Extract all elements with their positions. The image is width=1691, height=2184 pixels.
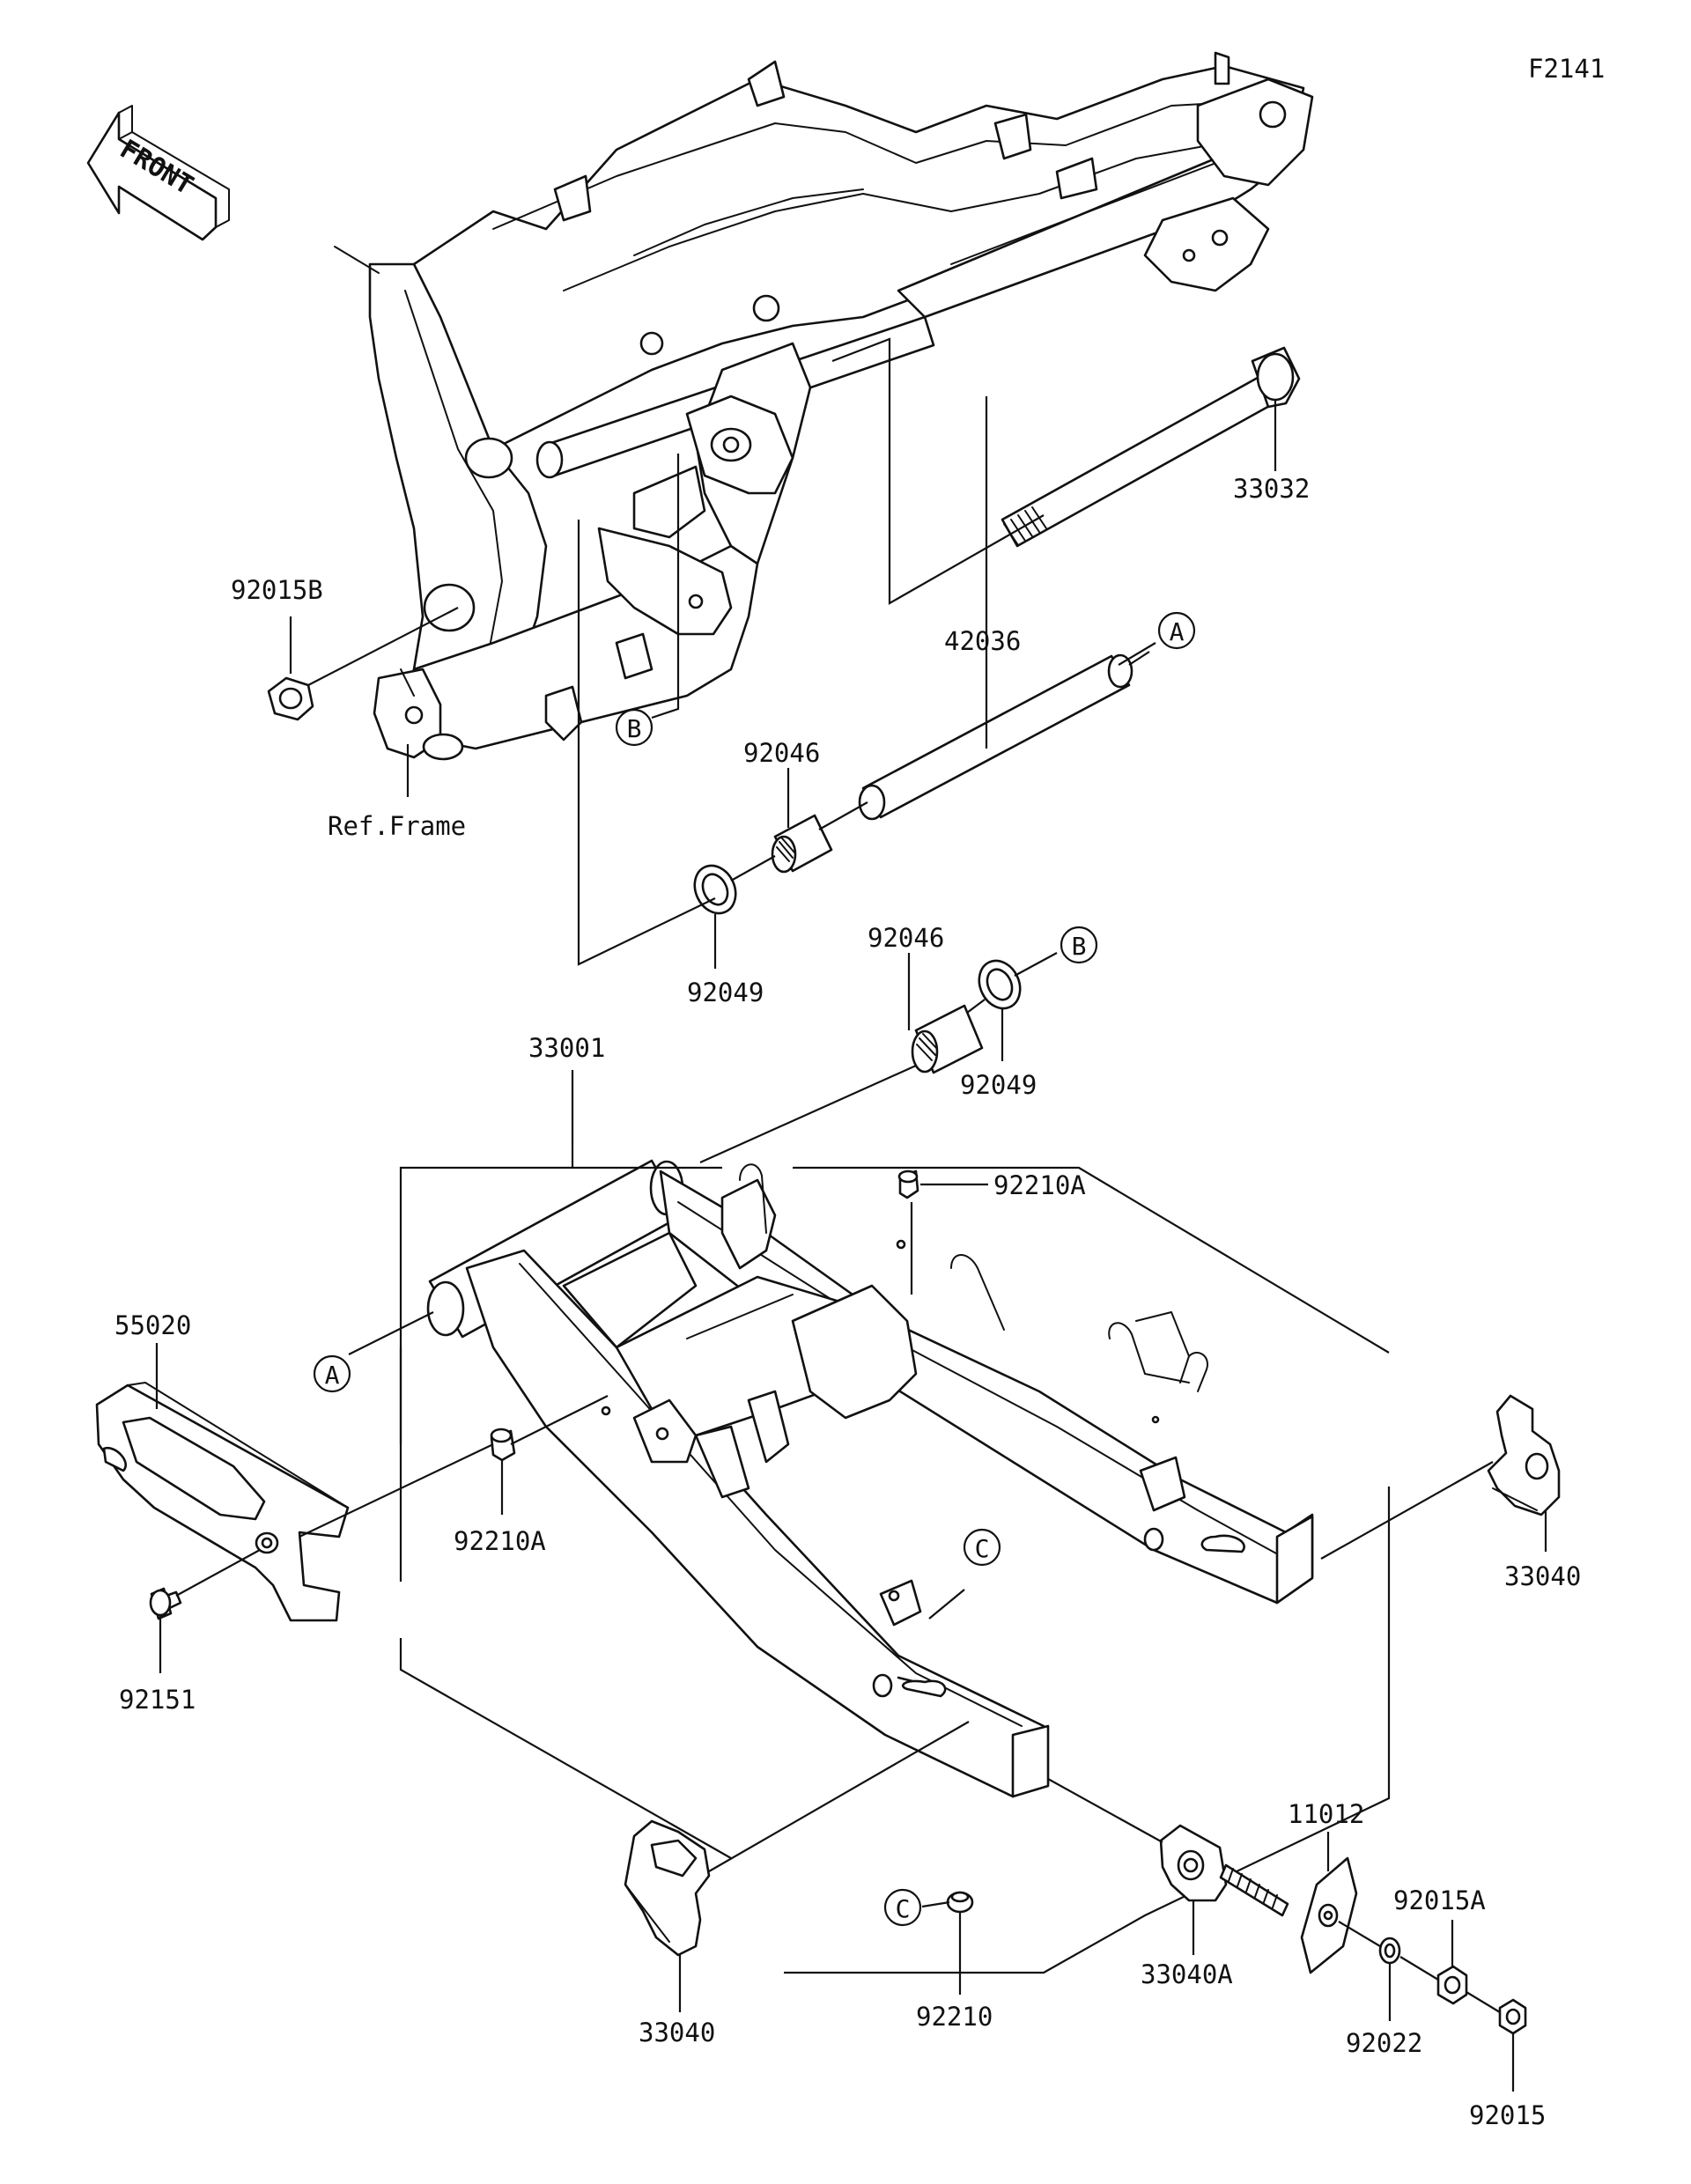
seal-92049-lower <box>978 959 1022 1010</box>
label-33040-right: 33040 <box>1504 1561 1581 1591</box>
label-ref-frame: Ref.Frame <box>328 811 466 841</box>
collar-42036 <box>858 653 1133 821</box>
nut-92015A <box>1436 1965 1468 2005</box>
label-33001: 33001 <box>528 1033 605 1063</box>
chain-adjuster-33040-left <box>624 1819 711 1957</box>
seal-92049-upper <box>693 864 737 915</box>
nut-92015 <box>1498 1998 1527 2035</box>
callout-a-upper: A <box>1157 611 1196 650</box>
callout-b-upper: B <box>615 708 654 747</box>
bolt-92151 <box>149 1587 182 1620</box>
chain-adjuster-33040A <box>1159 1824 1289 1917</box>
chain-slider-55020 <box>95 1382 350 1622</box>
grease-nipple-92210A-top <box>897 1169 919 1199</box>
label-92046-lower: 92046 <box>868 923 944 953</box>
label-92015: 92015 <box>1469 2100 1546 2130</box>
grease-nipple-92210A-left <box>490 1428 516 1462</box>
label-92210A-top: 92210A <box>993 1170 1086 1200</box>
pivot-shaft-33032 <box>1001 346 1301 548</box>
label-92015B: 92015B <box>231 575 323 605</box>
plate-11012 <box>1300 1856 1358 1974</box>
label-92046-upper: 92046 <box>743 738 820 768</box>
part-labels: 33032 92015B Ref.Frame 42036 92046 92049… <box>114 474 1581 2130</box>
label-33040A: 33040A <box>1141 1959 1233 1989</box>
svg-text:C: C <box>975 1534 990 1563</box>
washer-92022 <box>1378 1937 1401 1965</box>
label-92049-upper: 92049 <box>687 978 764 1007</box>
label-33040-left: 33040 <box>639 2018 715 2048</box>
label-92151: 92151 <box>119 1685 196 1715</box>
label-92210A-left: 92210A <box>454 1526 546 1556</box>
svg-text:A: A <box>325 1361 340 1390</box>
leader-lines <box>155 337 1547 2092</box>
svg-text:B: B <box>1072 932 1087 961</box>
label-55020: 55020 <box>114 1310 191 1340</box>
chain-adjuster-33040-right <box>1487 1394 1561 1516</box>
label-11012: 11012 <box>1288 1799 1364 1829</box>
label-92022: 92022 <box>1346 2028 1422 2058</box>
callout-b-lower: B <box>1060 926 1098 964</box>
front-arrow-icon: FRONT <box>86 105 230 241</box>
label-42036: 42036 <box>944 626 1021 656</box>
main-frame <box>334 51 1314 761</box>
label-92049-lower: 92049 <box>960 1070 1037 1100</box>
label-92210: 92210 <box>916 2002 993 2032</box>
svg-text:A: A <box>1170 617 1185 646</box>
label-92015A: 92015A <box>1393 1885 1486 1915</box>
nut-92210 <box>946 1891 974 1914</box>
callout-c-upper: C <box>963 1528 1001 1567</box>
bearing-92046-upper <box>771 814 833 874</box>
nut-92015B <box>267 676 314 721</box>
label-33032: 33032 <box>1233 474 1310 504</box>
swingarm-33001 <box>426 1159 1314 1798</box>
callout-a-lower: A <box>313 1354 351 1393</box>
bearing-92046-lower <box>911 1004 984 1074</box>
figure-id: F2141 <box>1528 54 1605 84</box>
svg-text:B: B <box>627 714 642 743</box>
svg-text:C: C <box>896 1894 911 1923</box>
swingarm-callout-frame <box>399 1141 1391 1974</box>
callout-c-lower: C <box>883 1888 922 1927</box>
